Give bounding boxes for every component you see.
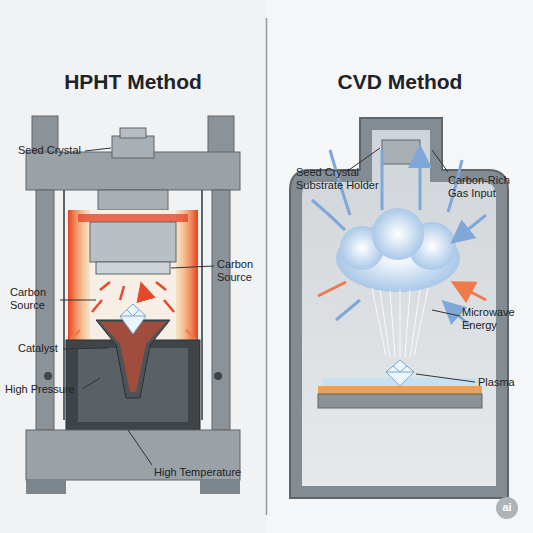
- part-label: Carbon-Rich Gas Input: [448, 174, 520, 200]
- panel-heading: HPHT Method: [0, 62, 266, 102]
- part-label: Catalyst: [18, 342, 58, 355]
- part-label: Plasma: [478, 376, 515, 389]
- panel-heading: CVD Method: [267, 62, 533, 102]
- part-label: High Pressure: [5, 383, 75, 396]
- part-label: Microwave Energy: [462, 306, 524, 332]
- part-label: Seed Crystal: [18, 144, 81, 157]
- watermark: ai: [496, 501, 518, 514]
- part-label: Carbon Source: [10, 286, 62, 312]
- part-label: Carbon Source: [217, 258, 269, 284]
- part-label: Seed Crystal Substrate Holder: [296, 166, 392, 192]
- heading-text: HPHT Method: [64, 70, 202, 94]
- part-label: High Temperature: [154, 466, 241, 479]
- heading-text: CVD Method: [338, 70, 463, 94]
